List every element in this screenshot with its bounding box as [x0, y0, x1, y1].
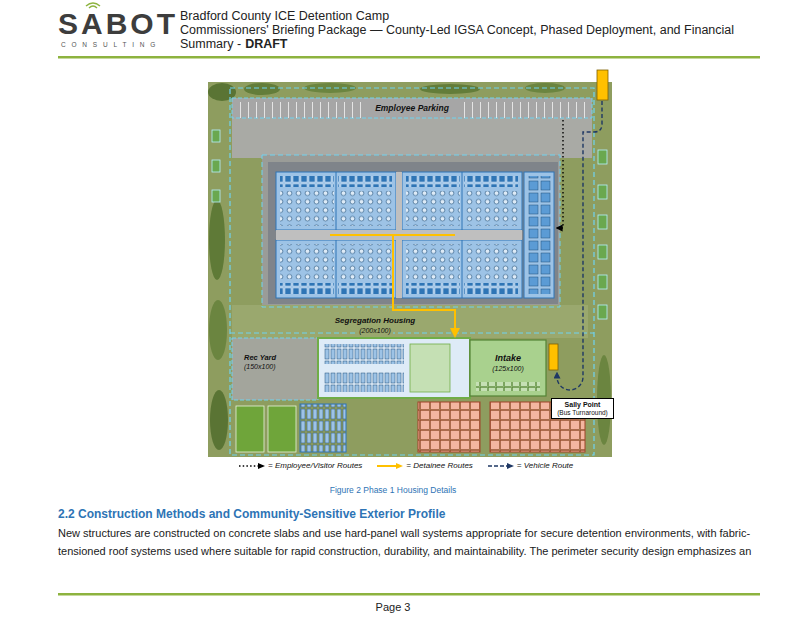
tree-canopy [420, 84, 480, 94]
parking-area: Employee Parking [232, 98, 592, 118]
legend-item: = Detainee Routes [376, 461, 473, 471]
secure-perimeter [262, 155, 560, 307]
site-boundary [230, 88, 594, 455]
service-rooms [527, 176, 551, 294]
service-wing [524, 172, 554, 298]
logo-wordmark: SABOT [58, 9, 178, 39]
perimeter-post [212, 190, 220, 202]
intake-rooms [476, 382, 540, 391]
legend-text: = Employee/Visitor Routes [268, 461, 362, 471]
figure-caption: Figure 2 Phase 1 Housing Details [330, 485, 457, 495]
compound-fence [230, 333, 594, 334]
arrowhead [507, 463, 514, 469]
legend-strip [208, 457, 612, 472]
header-rule [58, 56, 760, 59]
header-subtitle: Summary - [180, 37, 241, 51]
body-paragraph: New structures are constructed on concre… [58, 524, 760, 560]
legend-sample [376, 462, 404, 470]
legend-text: = Detainee Routes [406, 461, 473, 471]
bunk-rows [324, 344, 404, 364]
intake-footprint [470, 340, 546, 396]
legend-sample [238, 462, 266, 470]
legend-text: = Vehicle Route [517, 461, 573, 471]
building-label: Segregation Housing [333, 316, 417, 326]
header-title: Bradford County ICE Detention Camp [180, 9, 389, 23]
main-building-roof [268, 162, 558, 304]
dimension-label: (125x100) [490, 364, 526, 373]
logo-tagline: CONSULTING [61, 41, 161, 49]
dimension-label: (200x100) [357, 326, 393, 335]
area-label: Rec Yard [242, 353, 278, 362]
support-structure [300, 404, 346, 452]
tree-canopy [244, 83, 280, 95]
housing-block [402, 240, 522, 298]
arrowhead [396, 463, 403, 469]
page-number: Page 3 [376, 601, 411, 614]
legend-item: = Vehicle Route [487, 461, 573, 471]
rec-yard-ground [232, 338, 318, 400]
perimeter-post [598, 215, 607, 229]
housing-block [402, 172, 522, 230]
callout-note: (Bus Turnaround) [557, 409, 608, 417]
perimeter-post [598, 275, 607, 289]
asphalt-area [232, 118, 592, 158]
rec-yard-area: Rec Yard(150x100) [232, 338, 318, 400]
vehicle-route [557, 101, 602, 390]
perimeter-post [598, 245, 607, 259]
parking-stalls [238, 98, 366, 118]
legend-line-sample [239, 465, 259, 466]
tree-canopy [209, 300, 227, 360]
employee-route [557, 120, 563, 228]
housing-block [276, 240, 396, 298]
bus-icon [597, 70, 608, 100]
sally-point-box: Sally Point(Bus Turnaround) [551, 398, 614, 419]
legend: = Employee/Visitor Routes = Detainee Rout… [238, 461, 573, 471]
sports-field [236, 406, 264, 452]
perimeter-post [598, 185, 607, 199]
perimeter-post [212, 160, 220, 172]
support-building [418, 402, 480, 452]
parking-lot [232, 98, 592, 118]
perimeter-post [598, 150, 607, 164]
callout-title: Sally Point [565, 401, 601, 409]
arrowhead [258, 463, 265, 469]
logo-signal-arc [89, 6, 97, 8]
detainee-route [330, 235, 455, 336]
building-pad [262, 155, 560, 305]
legend-line-sample [488, 465, 508, 466]
tree-canopy [210, 390, 228, 450]
parking-stalls [460, 98, 588, 118]
bunk-rows [324, 372, 404, 392]
tree-canopy [209, 200, 225, 280]
area-label: Employee Parking [373, 103, 451, 113]
sports-field [268, 406, 296, 452]
housing-block [276, 172, 396, 230]
bus-icon [549, 344, 558, 370]
legend-item: = Employee/Visitor Routes [238, 461, 362, 471]
section-heading: 2.2 Construction Methods and Community-S… [58, 507, 445, 522]
draft-mark: DRAFT [245, 37, 287, 51]
legend-line-sample [377, 465, 397, 467]
building-label: Intake [493, 353, 523, 364]
header-subtitle: Commissioners' Briefing Package — County… [180, 23, 734, 37]
legend-sample [487, 462, 515, 470]
annex-dayroom [410, 344, 450, 392]
perimeter-post [212, 130, 220, 142]
perimeter-post [598, 305, 607, 319]
housing-annex [318, 338, 470, 398]
footer-rule [58, 593, 760, 596]
dimension-label: (150x100) [242, 362, 278, 371]
intake-building: Intake(125x100) [470, 340, 546, 396]
